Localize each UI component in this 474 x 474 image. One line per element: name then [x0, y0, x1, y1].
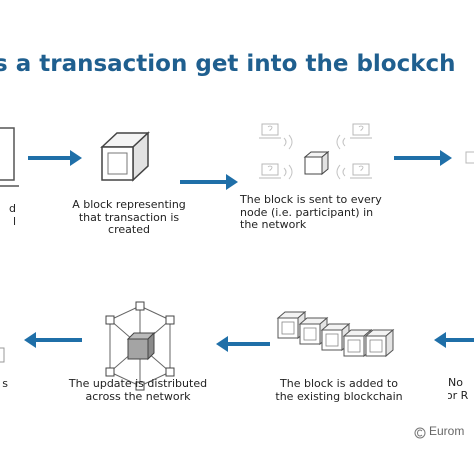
laptop-icon	[465, 151, 474, 164]
block-created-caption: A block representing that transaction is…	[72, 198, 186, 236]
laptop-icon	[0, 347, 5, 363]
arrow-right-icon	[180, 174, 238, 190]
bottom-right-caption: No for R	[448, 377, 469, 402]
arrow-right-icon	[394, 150, 452, 166]
top-left-caption: d l	[9, 202, 16, 228]
block-sent-caption: The block is sent to every node (i.e. pa…	[240, 193, 382, 231]
distributed-network-icon	[105, 301, 175, 391]
arrow-left-icon	[216, 336, 270, 352]
block-added-caption: The block is added to the existing block…	[275, 377, 403, 403]
diagram-title: s a transaction get into the blockch	[0, 51, 456, 77]
copyright-credit: Eurom	[429, 424, 465, 438]
network-broadcast-icon	[258, 123, 373, 180]
laptop-icon	[0, 127, 19, 187]
arrow-right-icon	[28, 150, 82, 166]
update-distributed-caption: The update is distributed across the net…	[68, 377, 208, 403]
copyright-icon	[414, 427, 426, 439]
block-cube-icon	[100, 131, 150, 182]
arrow-left-icon	[24, 332, 82, 348]
blockchain-icon	[277, 311, 394, 357]
bottom-left-caption: s	[2, 377, 8, 390]
arrow-left-icon	[434, 332, 474, 348]
